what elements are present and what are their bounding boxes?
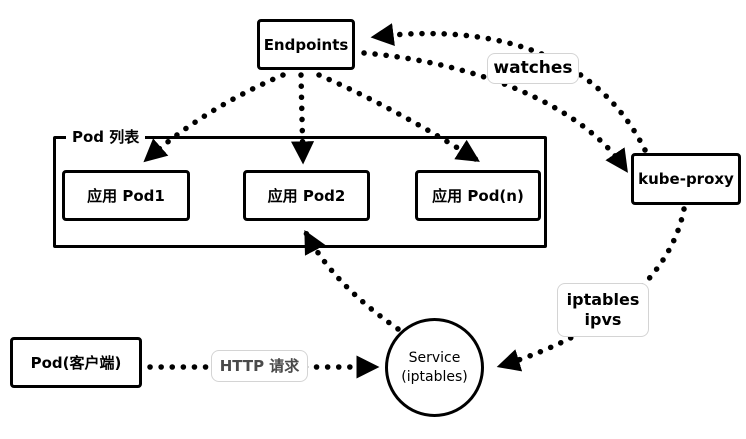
edge-label-iptables-ipvs: iptables ipvs [557, 283, 649, 337]
edge-label-iptables-text: iptables [566, 290, 640, 309]
edge-label-watches-text: watches [493, 57, 573, 78]
edge-label-ipvs-text: ipvs [584, 310, 622, 329]
node-pod-client-label: Pod(客户端) [30, 354, 122, 372]
node-service: Service (iptables) [385, 318, 484, 417]
node-pod2: 应用 Pod2 [243, 170, 370, 221]
node-pod1: 应用 Pod1 [62, 170, 190, 221]
node-endpoints: Endpoints [257, 19, 355, 70]
pod-list-label: Pod 列表 [66, 126, 146, 147]
node-podn-label: 应用 Pod(n) [432, 187, 524, 205]
edge-label-watches: watches [487, 53, 579, 84]
node-kube-proxy: kube-proxy [631, 153, 741, 205]
node-pod2-label: 应用 Pod2 [267, 187, 346, 205]
node-service-label-line1: Service [408, 350, 461, 367]
edge-label-http-request-text: HTTP 请求 [219, 356, 300, 375]
node-pod1-label: 应用 Pod1 [87, 187, 165, 205]
node-service-label-line2: (iptables) [401, 368, 468, 385]
node-podn: 应用 Pod(n) [415, 170, 541, 221]
node-endpoints-label: Endpoints [263, 35, 349, 54]
node-kube-proxy-label: kube-proxy [638, 170, 734, 188]
edge-kubeproxy-to-endpoints-watches [370, 23, 648, 153]
edge-label-http-request: HTTP 请求 [211, 350, 308, 382]
node-pod-client: Pod(客户端) [10, 337, 142, 388]
